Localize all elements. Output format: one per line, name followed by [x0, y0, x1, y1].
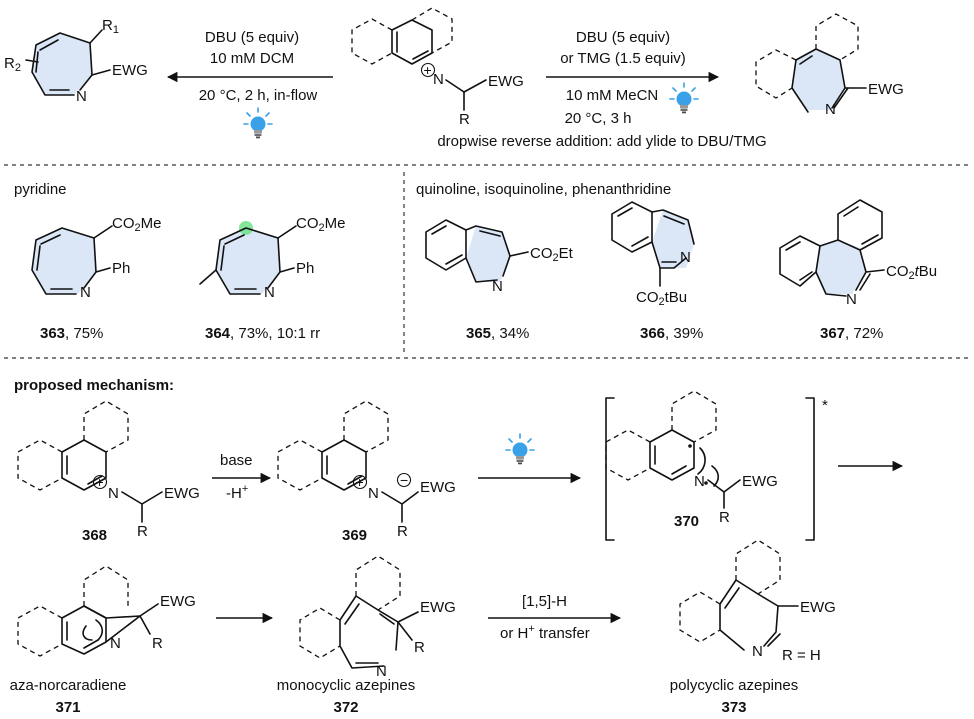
compound-number: 373 [721, 699, 746, 716]
mechanism-title: proposed mechanism: [14, 377, 174, 394]
compound-366: N CO2tBu 366, 39% [611, 201, 703, 342]
ewg-label: EWG [868, 81, 904, 98]
r2-label: R2 [4, 55, 21, 74]
fused-azepine-product: N EWG [755, 13, 904, 118]
ester-label: CO2Et [530, 245, 574, 264]
compound-yield-363: 363, 75% [40, 325, 103, 342]
phenyl-label: Ph [112, 260, 130, 277]
r1-label: R1 [102, 17, 119, 36]
ewg-label: EWG [164, 485, 200, 502]
compound-name: aza-norcaradiene [10, 677, 127, 694]
compound-yield-367: 367, 72% [820, 325, 883, 342]
n-label: N [368, 485, 379, 502]
ester-label: CO2tBu [886, 263, 937, 282]
r-label: R [719, 509, 730, 526]
addition-note: dropwise reverse addition: add ylide to … [437, 133, 766, 150]
right-condition-4: 20 °C, 3 h [565, 110, 632, 127]
ewg-label: EWG [742, 473, 778, 490]
compound-363: N CO2Me Ph 363, 75% [31, 215, 161, 342]
compound-370: * N EWG R 370 [605, 390, 828, 541]
n-label: N [80, 284, 91, 301]
pyridinium-starting-material: + N EWG R [351, 7, 524, 128]
left-condition-3: 20 °C, 2 h, in-flow [199, 87, 318, 104]
r-label: R [397, 523, 408, 540]
compound-number: 372 [333, 699, 358, 716]
transfer-label: or H+ transfer [500, 623, 590, 642]
r-label: R [459, 111, 470, 128]
shift-label: [1,5]-H [522, 593, 567, 610]
left-condition-2: 10 mM DCM [210, 50, 294, 67]
r-equals-h-label: R = H [782, 647, 821, 664]
left-azepine-product: N R1 EWG R2 [4, 17, 148, 105]
n-label: N [825, 101, 836, 118]
right-condition-3: 10 mM MeCN [566, 87, 659, 104]
compound-364: N CO2Me Ph 364, 73%, 10:1 rr [199, 215, 345, 342]
compound-yield-366: 366, 39% [640, 325, 703, 342]
compound-371: N EWG R aza-norcaradiene 371 [10, 565, 196, 716]
n-label: N [680, 249, 691, 266]
compound-373: N EWG R = H polycyclic azepines 373 [670, 539, 836, 716]
n-label: N [433, 71, 444, 88]
positive-charge: + [96, 474, 104, 490]
r-label: R [414, 639, 425, 656]
compound-365: N CO2Et 365, 34% [425, 219, 574, 342]
ewg-label: EWG [488, 73, 524, 90]
ester-label: CO2Me [112, 215, 161, 234]
r-label: R [152, 635, 163, 652]
light-bulb-icon [243, 107, 273, 140]
n-label: N [108, 485, 119, 502]
compound-368: + N EWG R 368 [17, 400, 200, 544]
compound-name: monocyclic azepines [277, 677, 415, 694]
light-bulb-icon [669, 82, 699, 115]
positive-charge: + [424, 62, 432, 78]
excited-state-mark: * [822, 397, 828, 414]
n-label: N [264, 284, 275, 301]
left-condition-1: DBU (5 equiv) [205, 29, 299, 46]
negative-charge: − [400, 472, 408, 488]
n-label: N [694, 473, 705, 490]
compound-number: 371 [55, 699, 80, 716]
phenyl-label: Ph [296, 260, 314, 277]
ewg-label: EWG [160, 593, 196, 610]
right-condition-1: DBU (5 equiv) [576, 29, 670, 46]
ewg-label: EWG [800, 599, 836, 616]
ewg-label: EWG [420, 479, 456, 496]
n-label: N [76, 88, 87, 105]
compound-number: 369 [342, 527, 367, 544]
right-condition-2: or TMG (1.5 equiv) [560, 50, 686, 67]
compound-372: N EWG R monocyclic azepines 372 [277, 555, 456, 716]
compound-number: 368 [82, 527, 107, 544]
n-label: N [492, 278, 503, 295]
compound-369: + N − EWG R 369 [277, 400, 456, 544]
deprotonation-label: -H+ [226, 483, 248, 502]
n-label: N [846, 291, 857, 308]
n-label: N [376, 663, 387, 680]
compound-name: polycyclic azepines [670, 677, 798, 694]
ewg-label: EWG [420, 599, 456, 616]
light-bulb-icon [505, 433, 535, 466]
ewg-label: EWG [112, 62, 148, 79]
compound-yield-365: 365, 34% [466, 325, 529, 342]
compound-367: N CO2tBu 367, 72% [779, 199, 937, 342]
section-title-pyridine: pyridine [14, 181, 67, 198]
ester-label: CO2Me [296, 215, 345, 234]
n-label: N [110, 635, 121, 652]
base-label: base [220, 452, 253, 469]
r-label: R [137, 523, 148, 540]
section-title-quinoline: quinoline, isoquinoline, phenanthridine [416, 181, 671, 198]
compound-yield-364: 364, 73%, 10:1 rr [205, 325, 320, 342]
ester-label: CO2tBu [636, 289, 687, 308]
n-label: N [752, 643, 763, 660]
compound-number: 370 [674, 513, 699, 530]
positive-charge: + [356, 474, 364, 490]
